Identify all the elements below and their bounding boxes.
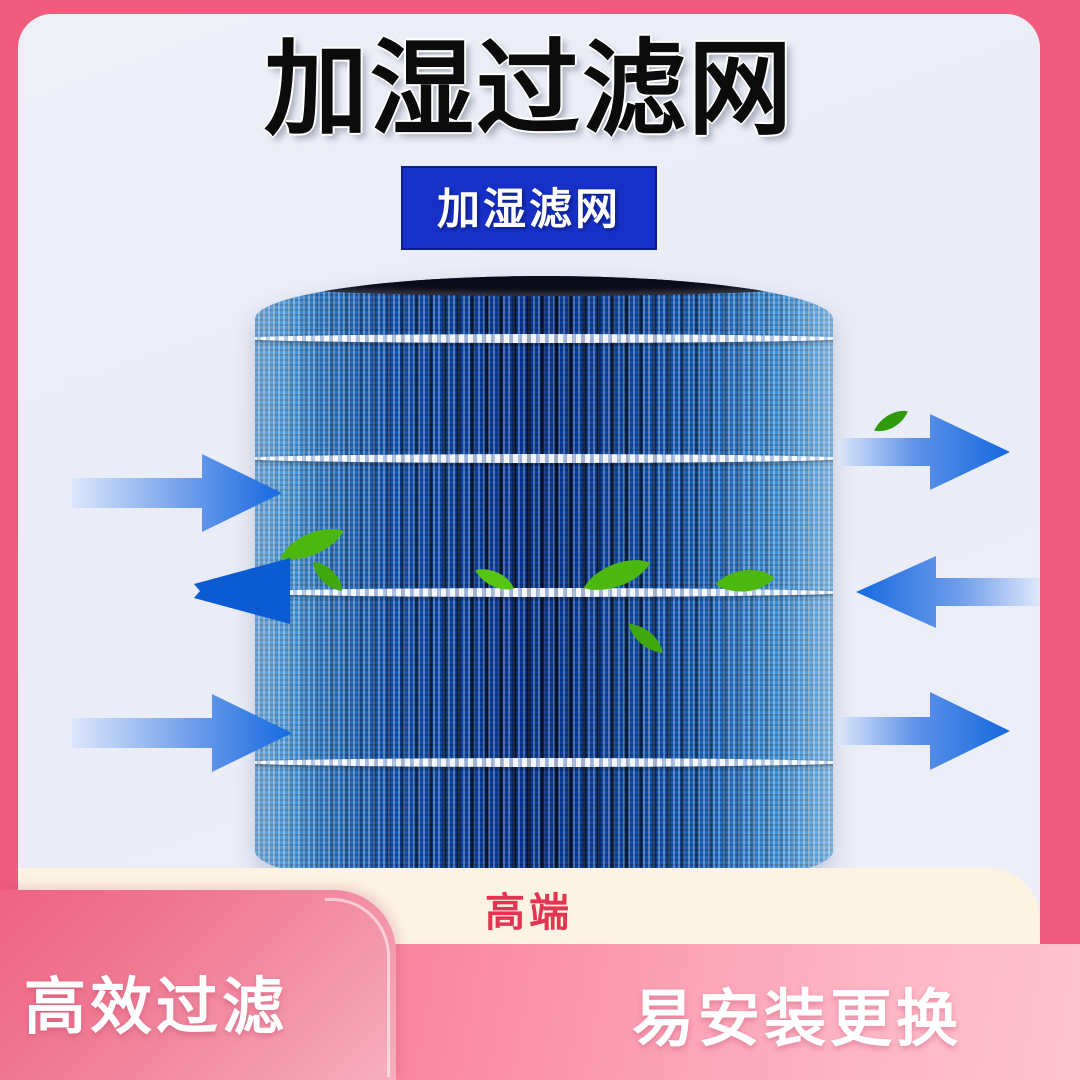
page-title: 加湿过滤网 [263,32,794,148]
filter-seam-band [255,454,833,463]
airflow-arrow-left-top [72,454,282,532]
airflow-arrow-left-bottom [72,694,292,772]
airflow-arrow-left-middle [194,558,290,624]
airflow-arrow-right-top [838,414,1010,490]
product-card: 加湿过滤网 加湿滤网 [18,14,1040,946]
feature-panel-left: 高效过滤 [0,890,396,1080]
airflow-arrow-right-bottom [838,692,1010,770]
product-subtitle-badge: 加湿滤网 [401,166,657,250]
filter-top-rim [255,276,833,296]
feature-label-right: 易安装更换 [631,985,962,1054]
filter-seam-band [255,588,833,597]
leaf-icon [713,563,778,599]
product-caption: 高端 [485,891,573,935]
feature-label-left: 高效过滤 [24,973,289,1042]
leaf-icon [274,522,351,566]
filter-seam-band [255,334,833,343]
filter-seam-band [255,758,833,767]
leaf-icon [471,557,520,601]
leaf-icon [623,613,668,663]
badge-container: 加湿滤网 [18,166,1040,250]
leaf-icon [868,406,914,436]
leaf-icon [308,552,348,600]
leaf-icon [578,553,656,597]
airflow-arrow-right-middle [856,556,1040,628]
